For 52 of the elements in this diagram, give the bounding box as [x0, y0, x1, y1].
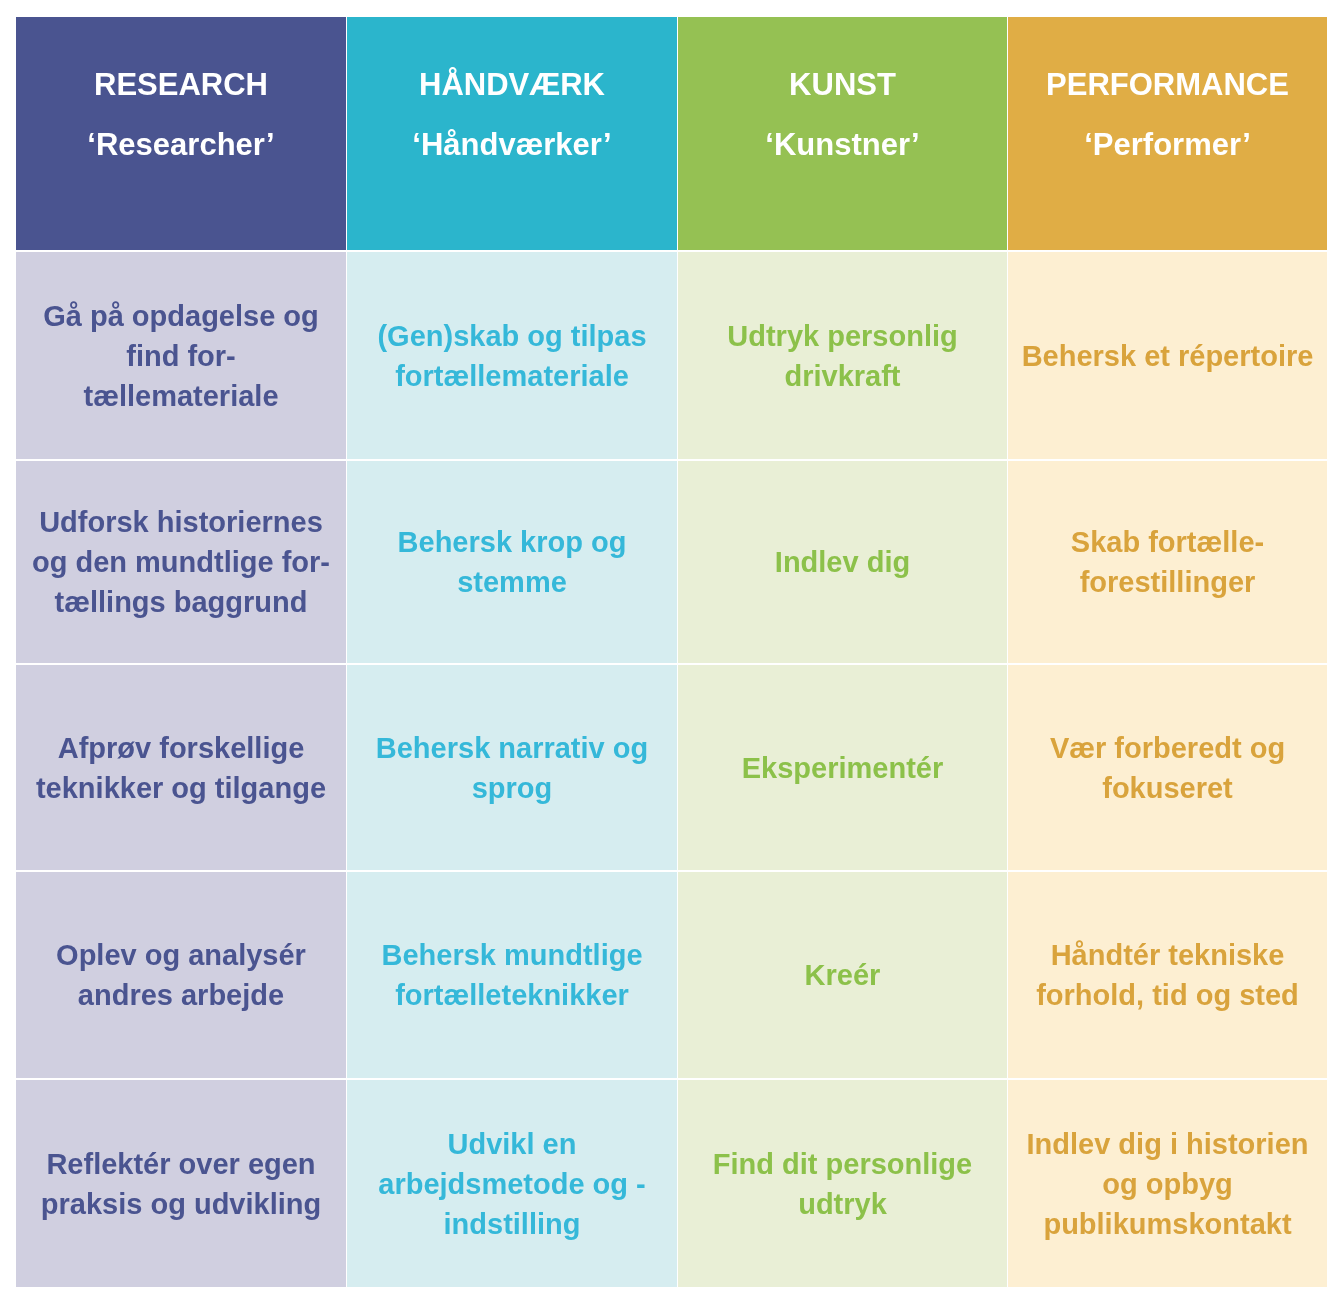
table-cell: [16, 872, 346, 1078]
table-cell: [347, 872, 677, 1078]
table-cell: [347, 252, 677, 459]
table-cell: [16, 461, 346, 663]
table-cell: [347, 665, 677, 870]
table-cell: [1008, 665, 1327, 870]
cell-text: Indlev dig: [774, 545, 911, 580]
column-header: [347, 17, 677, 250]
role-name: ‘Researcher’: [87, 126, 275, 164]
table-cell: [1008, 252, 1327, 459]
column-header: [678, 17, 1007, 250]
table-cell: [16, 252, 346, 459]
column-title: RESEARCH: [94, 66, 268, 104]
column-title: KUNST: [789, 66, 896, 104]
cell-text: Behersk narrativ og sprog: [374, 730, 650, 806]
table-cell: [1008, 1080, 1327, 1287]
table-cell: [678, 1080, 1007, 1287]
cell-text: Behersk krop og stemme: [396, 525, 628, 600]
cell-text: Oplev og analysér andres arbejde: [55, 938, 307, 1013]
cell-text: Eksperimentér: [741, 750, 944, 786]
column-header: [1008, 17, 1327, 250]
table-cell: [678, 461, 1007, 663]
column-title: PERFORMANCE: [1046, 66, 1289, 104]
role-name: ‘Håndværker’: [412, 126, 612, 164]
cell-text: Udforsk historiernes og den mundtlige for- tællings baggrund: [31, 505, 331, 620]
cell-text: Udtryk personlig drivkraft: [726, 318, 959, 394]
table-cell: [347, 461, 677, 663]
cell-text: Skab fortælle- forestillinger: [1069, 525, 1266, 600]
role-name: ‘Performer’: [1084, 126, 1251, 164]
cell-text: Reflektér over egen praksis og udvikling: [39, 1146, 323, 1222]
cell-text: Vær forberedt og fokuseret: [1048, 730, 1287, 806]
cell-text: Gå på opdagelse og find for- tællemateriale: [42, 298, 320, 414]
table-cell: [16, 1080, 346, 1287]
cell-text: Udvikl en arbejdsmetode og -indstilling: [377, 1126, 647, 1242]
cell-text: (Gen)skab og tilpas fortællemateriale: [376, 318, 648, 394]
cell-text: Indlev dig i historien og opbyg publikumskontakt: [1025, 1126, 1310, 1242]
cell-text: Behersk mundtlige fortælleteknikker: [380, 938, 644, 1013]
column-header: [16, 17, 346, 250]
table-cell: [678, 872, 1007, 1078]
table-cell: [347, 1080, 677, 1287]
cell-text: Kreér: [804, 958, 881, 993]
cell-text: Behersk et répertoire: [1021, 338, 1314, 374]
table-cell: [678, 665, 1007, 870]
column-title: HÅNDVÆRK: [419, 66, 605, 104]
cell-text: Find dit personlige udtryk: [711, 1146, 974, 1222]
table-cell: [1008, 461, 1327, 663]
cell-text: Håndtér tekniske forhold, tid og sted: [1035, 938, 1300, 1013]
table-cell: [1008, 872, 1327, 1078]
role-name: ‘Kunstner’: [765, 126, 920, 164]
cell-text: Afprøv forskellige teknikker og tilgange: [34, 730, 328, 806]
table-cell: [678, 252, 1007, 459]
table-cell: [16, 665, 346, 870]
